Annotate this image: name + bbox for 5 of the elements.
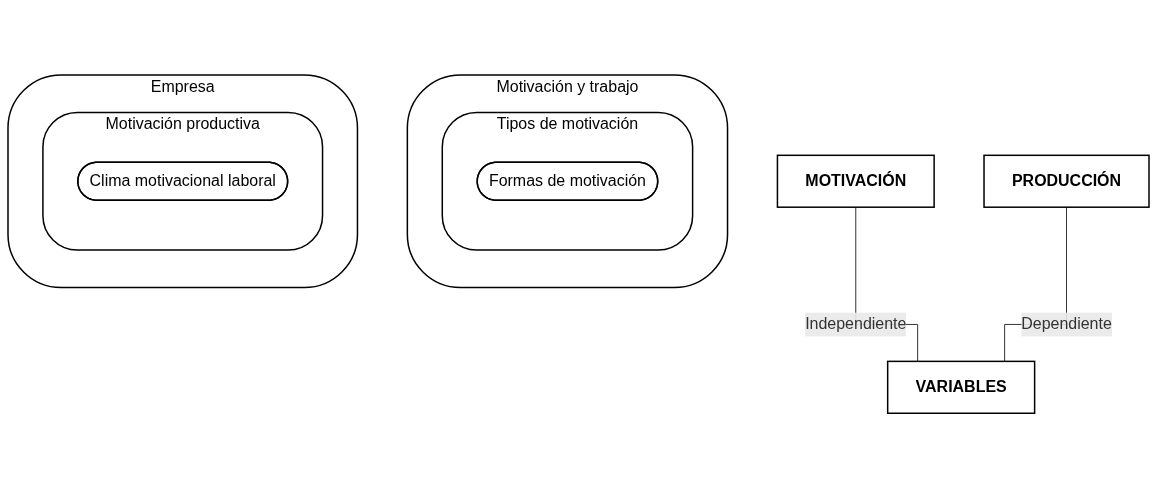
edge-label: Dependiente (1021, 315, 1112, 333)
node-box: PRODUCCIÓN (983, 154, 1150, 208)
edge-label: Independiente (805, 315, 907, 333)
node-box: VARIABLES (886, 360, 1036, 414)
node-box: MOTIVACIÓN (776, 154, 935, 208)
